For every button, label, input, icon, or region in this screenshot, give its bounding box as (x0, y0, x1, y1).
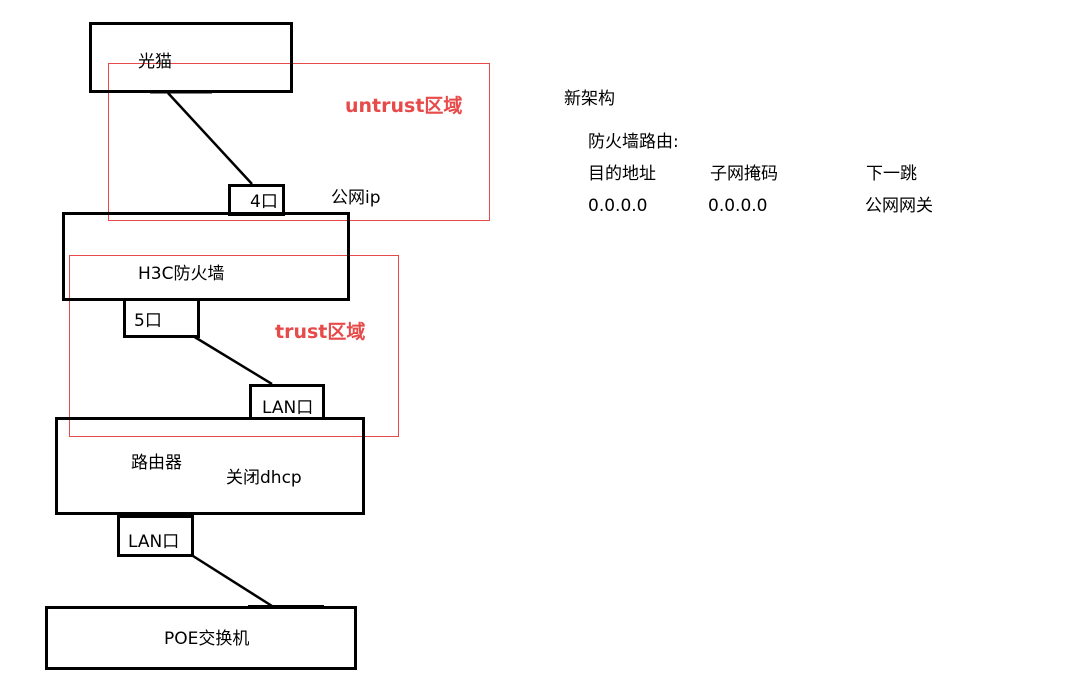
firewall-label: H3C防火墙 (138, 264, 225, 284)
firewall-port-4-box (228, 184, 285, 216)
modem-label: 光猫 (138, 52, 172, 72)
router-label: 路由器 (131, 453, 182, 473)
route-col-destination: 目的地址 (588, 164, 656, 184)
route-col-netmask: 子网掩码 (710, 164, 778, 184)
switch-label: POE交换机 (164, 629, 250, 649)
firewall-port-5-box (123, 298, 200, 338)
router-lan-in-box (249, 384, 325, 420)
router-dhcp-note: 关闭dhcp (226, 468, 302, 488)
untrust-zone-label: untrust区域 (345, 95, 463, 117)
firewall-box (62, 212, 350, 301)
router-lan-in-label: LAN口 (262, 398, 314, 418)
router-lan-out-label: LAN口 (128, 532, 180, 552)
trust-zone-label: trust区域 (275, 321, 366, 343)
router-box (55, 417, 365, 515)
untrust-zone (108, 63, 490, 221)
firewall-port-4-label: 4口 (250, 192, 278, 212)
route-col-nexthop: 下一跳 (866, 164, 917, 184)
switch-box (45, 606, 357, 670)
route-row-destination: 0.0.0.0 (588, 196, 648, 216)
notes-title: 新架构 (564, 89, 615, 109)
link-router-switch (192, 554, 273, 608)
firewall-port-5-label: 5口 (134, 311, 162, 331)
route-row-netmask: 0.0.0.0 (708, 196, 768, 216)
router-lan-out-box (117, 515, 194, 557)
trust-zone (69, 255, 399, 437)
link-modem-firewall (167, 92, 253, 185)
modem-box (89, 22, 293, 93)
link-firewall-router (192, 334, 273, 386)
public-ip-note: 公网ip (331, 188, 381, 208)
route-row-nexthop: 公网网关 (865, 196, 933, 216)
route-heading: 防火墙路由: (588, 132, 679, 152)
